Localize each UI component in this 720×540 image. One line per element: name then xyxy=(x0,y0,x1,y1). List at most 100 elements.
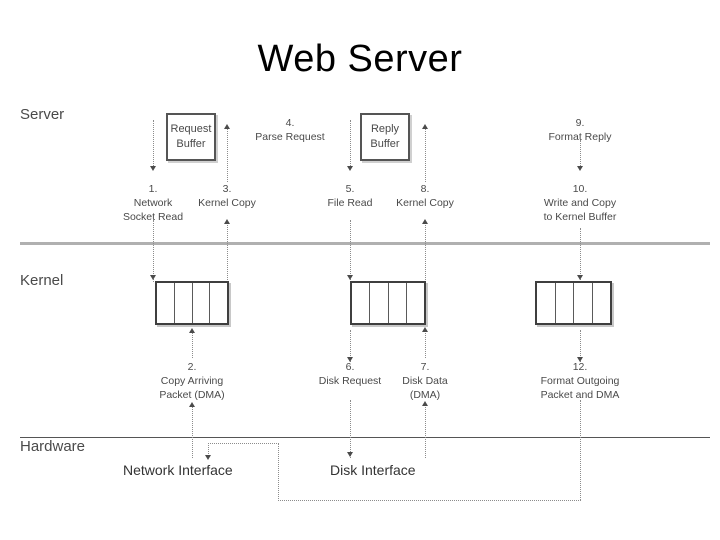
step-caption-line1: Disk Data xyxy=(402,375,448,387)
connector-line-step12-lower xyxy=(580,400,581,500)
step-caption-line2: Socket Read xyxy=(122,211,184,223)
arrowhead-step9 xyxy=(577,166,583,171)
step-number: 3. xyxy=(222,183,232,195)
step-annotation-12: 12. Format Outgoing Packet and DMA xyxy=(515,360,645,402)
step-caption-line1: Copy Arriving xyxy=(160,375,224,387)
step-caption-line2: to Kernel Buffer xyxy=(543,211,617,223)
connector-line-step12-upper xyxy=(580,330,581,362)
step-number: 5. xyxy=(345,183,355,195)
buffer-cell xyxy=(210,283,227,323)
connector-line-step7-lower xyxy=(425,404,426,458)
arrowhead-step12 xyxy=(577,357,583,362)
connector-line-step6 xyxy=(350,330,351,362)
connector-line-step1-upper xyxy=(153,120,154,168)
step-number: 2. xyxy=(187,361,197,373)
buffer-cell xyxy=(370,283,389,323)
arrowhead-step2 xyxy=(189,328,195,333)
hardware-label-disk-interface: Disk Interface xyxy=(330,462,416,478)
reply-buffer-box: Reply Buffer xyxy=(360,113,410,161)
arrowhead-step7 xyxy=(422,327,428,332)
step-annotation-4: 4. Parse Request xyxy=(240,116,340,144)
step-number: 4. xyxy=(285,117,295,129)
connector-line-step6-lower xyxy=(350,400,351,458)
connector-line-outgoing-top xyxy=(208,443,279,444)
reply-buffer-line1: Reply xyxy=(370,123,400,135)
arrowhead-step1 xyxy=(150,166,156,171)
hardware-label-network-interface: Network Interface xyxy=(123,462,233,478)
connector-line-step2-lower xyxy=(192,404,193,458)
step-annotation-6: 6. Disk Request xyxy=(305,360,395,388)
arrowhead-step10 xyxy=(577,275,583,280)
step-caption-line1: Format Reply xyxy=(548,131,612,143)
disk-kernel-buffer xyxy=(350,281,426,325)
request-buffer-line2: Buffer xyxy=(176,138,206,150)
step-caption-line2: Packet (DMA) xyxy=(159,389,225,401)
connector-line-step8-upper xyxy=(425,127,426,182)
buffer-cell xyxy=(593,283,611,323)
arrowhead-step3 xyxy=(224,124,230,129)
step-caption-line1: Network xyxy=(133,197,173,209)
arrowhead-step6 xyxy=(347,357,353,362)
step-caption-line1: Kernel Copy xyxy=(198,197,256,209)
step-number: 12. xyxy=(572,361,588,373)
arrowhead-step8-lower xyxy=(422,219,428,224)
connector-line-step2-upper xyxy=(192,330,193,358)
step-annotation-3: 3. Kernel Copy xyxy=(187,182,267,210)
outgoing-kernel-buffer xyxy=(535,281,612,325)
step-annotation-9: 9. Format Reply xyxy=(525,116,635,144)
step-caption-line2: Packet and DMA xyxy=(540,389,620,401)
divider-server-kernel xyxy=(20,242,710,245)
buffer-cell xyxy=(352,283,371,323)
connector-line-step5-lower xyxy=(350,220,351,282)
step-caption-line1: Kernel Copy xyxy=(396,197,454,209)
arrowhead-step3-lower xyxy=(224,219,230,224)
arrowhead-step5 xyxy=(347,166,353,171)
arrowhead-step5-kernel xyxy=(347,275,353,280)
arrowhead-step1-kernel xyxy=(150,275,156,280)
request-buffer-line1: Request xyxy=(170,123,212,135)
step-number: 1. xyxy=(148,183,158,195)
network-kernel-buffer xyxy=(155,281,229,325)
step-annotation-10: 10. Write and Copy to Kernel Buffer xyxy=(515,182,645,224)
connector-line-outgoing-to-nic xyxy=(208,443,209,458)
step-caption-line2: (DMA) xyxy=(409,389,441,401)
buffer-cell xyxy=(556,283,574,323)
connector-line-step9 xyxy=(580,140,581,168)
page-title: Web Server xyxy=(257,38,463,80)
connector-line-step8-lower xyxy=(425,222,426,280)
step-caption-line1: Format Outgoing xyxy=(540,375,620,387)
buffer-cell xyxy=(407,283,424,323)
step-caption-line1: Parse Request xyxy=(255,131,325,143)
buffer-cell xyxy=(389,283,407,323)
connector-line-step5-upper xyxy=(350,120,351,168)
divider-kernel-hardware xyxy=(20,437,710,438)
connector-line-outgoing-bottom xyxy=(278,500,581,501)
step-annotation-2: 2. Copy Arriving Packet (DMA) xyxy=(132,360,252,402)
buffer-cell xyxy=(193,283,211,323)
step-caption-line1: Write and Copy xyxy=(543,197,617,209)
layer-label-hardware: Hardware xyxy=(20,438,86,455)
arrowhead-step2-lower xyxy=(189,402,195,407)
arrowhead-outgoing-to-nic xyxy=(205,455,211,460)
buffer-cell xyxy=(157,283,175,323)
step-number: 7. xyxy=(420,361,430,373)
connector-line-step1-lower xyxy=(153,220,154,282)
buffer-cell xyxy=(175,283,193,323)
step-annotation-8: 8. Kernel Copy xyxy=(385,182,465,210)
arrowhead-step6-hw xyxy=(347,452,353,457)
step-annotation-7: 7. Disk Data (DMA) xyxy=(385,360,465,402)
reply-buffer-line2: Buffer xyxy=(370,138,400,150)
layer-label-kernel: Kernel xyxy=(20,272,64,289)
step-caption-line1: File Read xyxy=(327,197,373,209)
step-number: 8. xyxy=(420,183,430,195)
step-number: 9. xyxy=(575,117,585,129)
buffer-cell xyxy=(574,283,593,323)
step-number: 10. xyxy=(572,183,588,195)
arrowhead-step8 xyxy=(422,124,428,129)
connector-line-outgoing-riser xyxy=(278,443,279,501)
step-number: 6. xyxy=(345,361,355,373)
connector-line-step7-upper xyxy=(425,330,426,358)
connector-line-step10 xyxy=(580,228,581,282)
step-annotation-1: 1. Network Socket Read xyxy=(103,182,203,224)
